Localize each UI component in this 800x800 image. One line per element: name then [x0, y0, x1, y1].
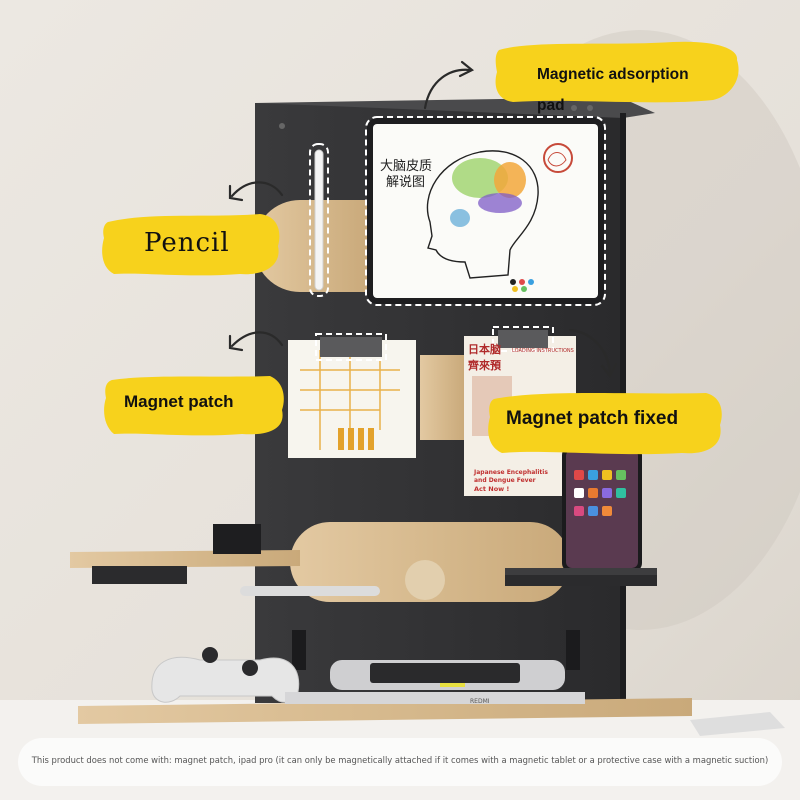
callout-pencil: Pencil	[100, 208, 282, 280]
poster-small-caps: LOADING INSTRUCTIONS	[512, 348, 574, 354]
keyboard	[690, 712, 785, 736]
tablet-title-line2: 解说图	[386, 175, 425, 190]
callout-magnet-patch: Magnet patch	[102, 370, 286, 438]
game-controller	[151, 647, 300, 703]
callout-adsorption-line1: Magnetic adsorption	[537, 66, 689, 83]
arrow-adsorption-icon	[423, 68, 472, 110]
upper-shelf	[70, 524, 657, 596]
arrow-pencil-icon	[230, 181, 284, 198]
tablet	[365, 116, 606, 306]
phone	[562, 446, 642, 572]
poster-line2: and Dengue Fever	[474, 477, 536, 484]
tablet-title-line1: 大脑皮质	[380, 159, 432, 174]
arrow-magnet-patch-icon	[230, 331, 284, 348]
callout-magnet-patch-label: Magnet patch	[124, 392, 234, 411]
device-label: REDMI	[470, 698, 490, 705]
footer-note: This product does not come with: magnet …	[31, 755, 769, 765]
arrows	[228, 60, 618, 379]
pencil	[309, 143, 329, 297]
poster-header: 日本脑	[468, 342, 501, 356]
callout-pencil-label: Pencil	[144, 228, 230, 258]
callout-adsorption-line2: pad	[537, 97, 565, 114]
wood-slot-upper	[254, 200, 370, 292]
poster-header2: 齊來預	[467, 358, 502, 372]
callout-adsorption-pad: Magnetic adsorption pad	[493, 38, 743, 114]
arrow-magnet-fixed-icon	[568, 328, 612, 374]
poster-line1: Japanese Encephalitis	[473, 469, 548, 476]
poster-line3: Act Now !	[474, 485, 509, 493]
callout-magnet-patch-fixed: Magnet patch fixed	[486, 387, 724, 457]
map-document	[288, 333, 416, 458]
handheld-console	[285, 660, 585, 704]
wood-slot-middle	[420, 355, 465, 440]
callout-magnet-patch-fixed-label: Magnet patch fixed	[506, 408, 679, 429]
base-platform	[78, 630, 692, 724]
footer-note-bar: This product does not come with: magnet …	[18, 738, 782, 786]
